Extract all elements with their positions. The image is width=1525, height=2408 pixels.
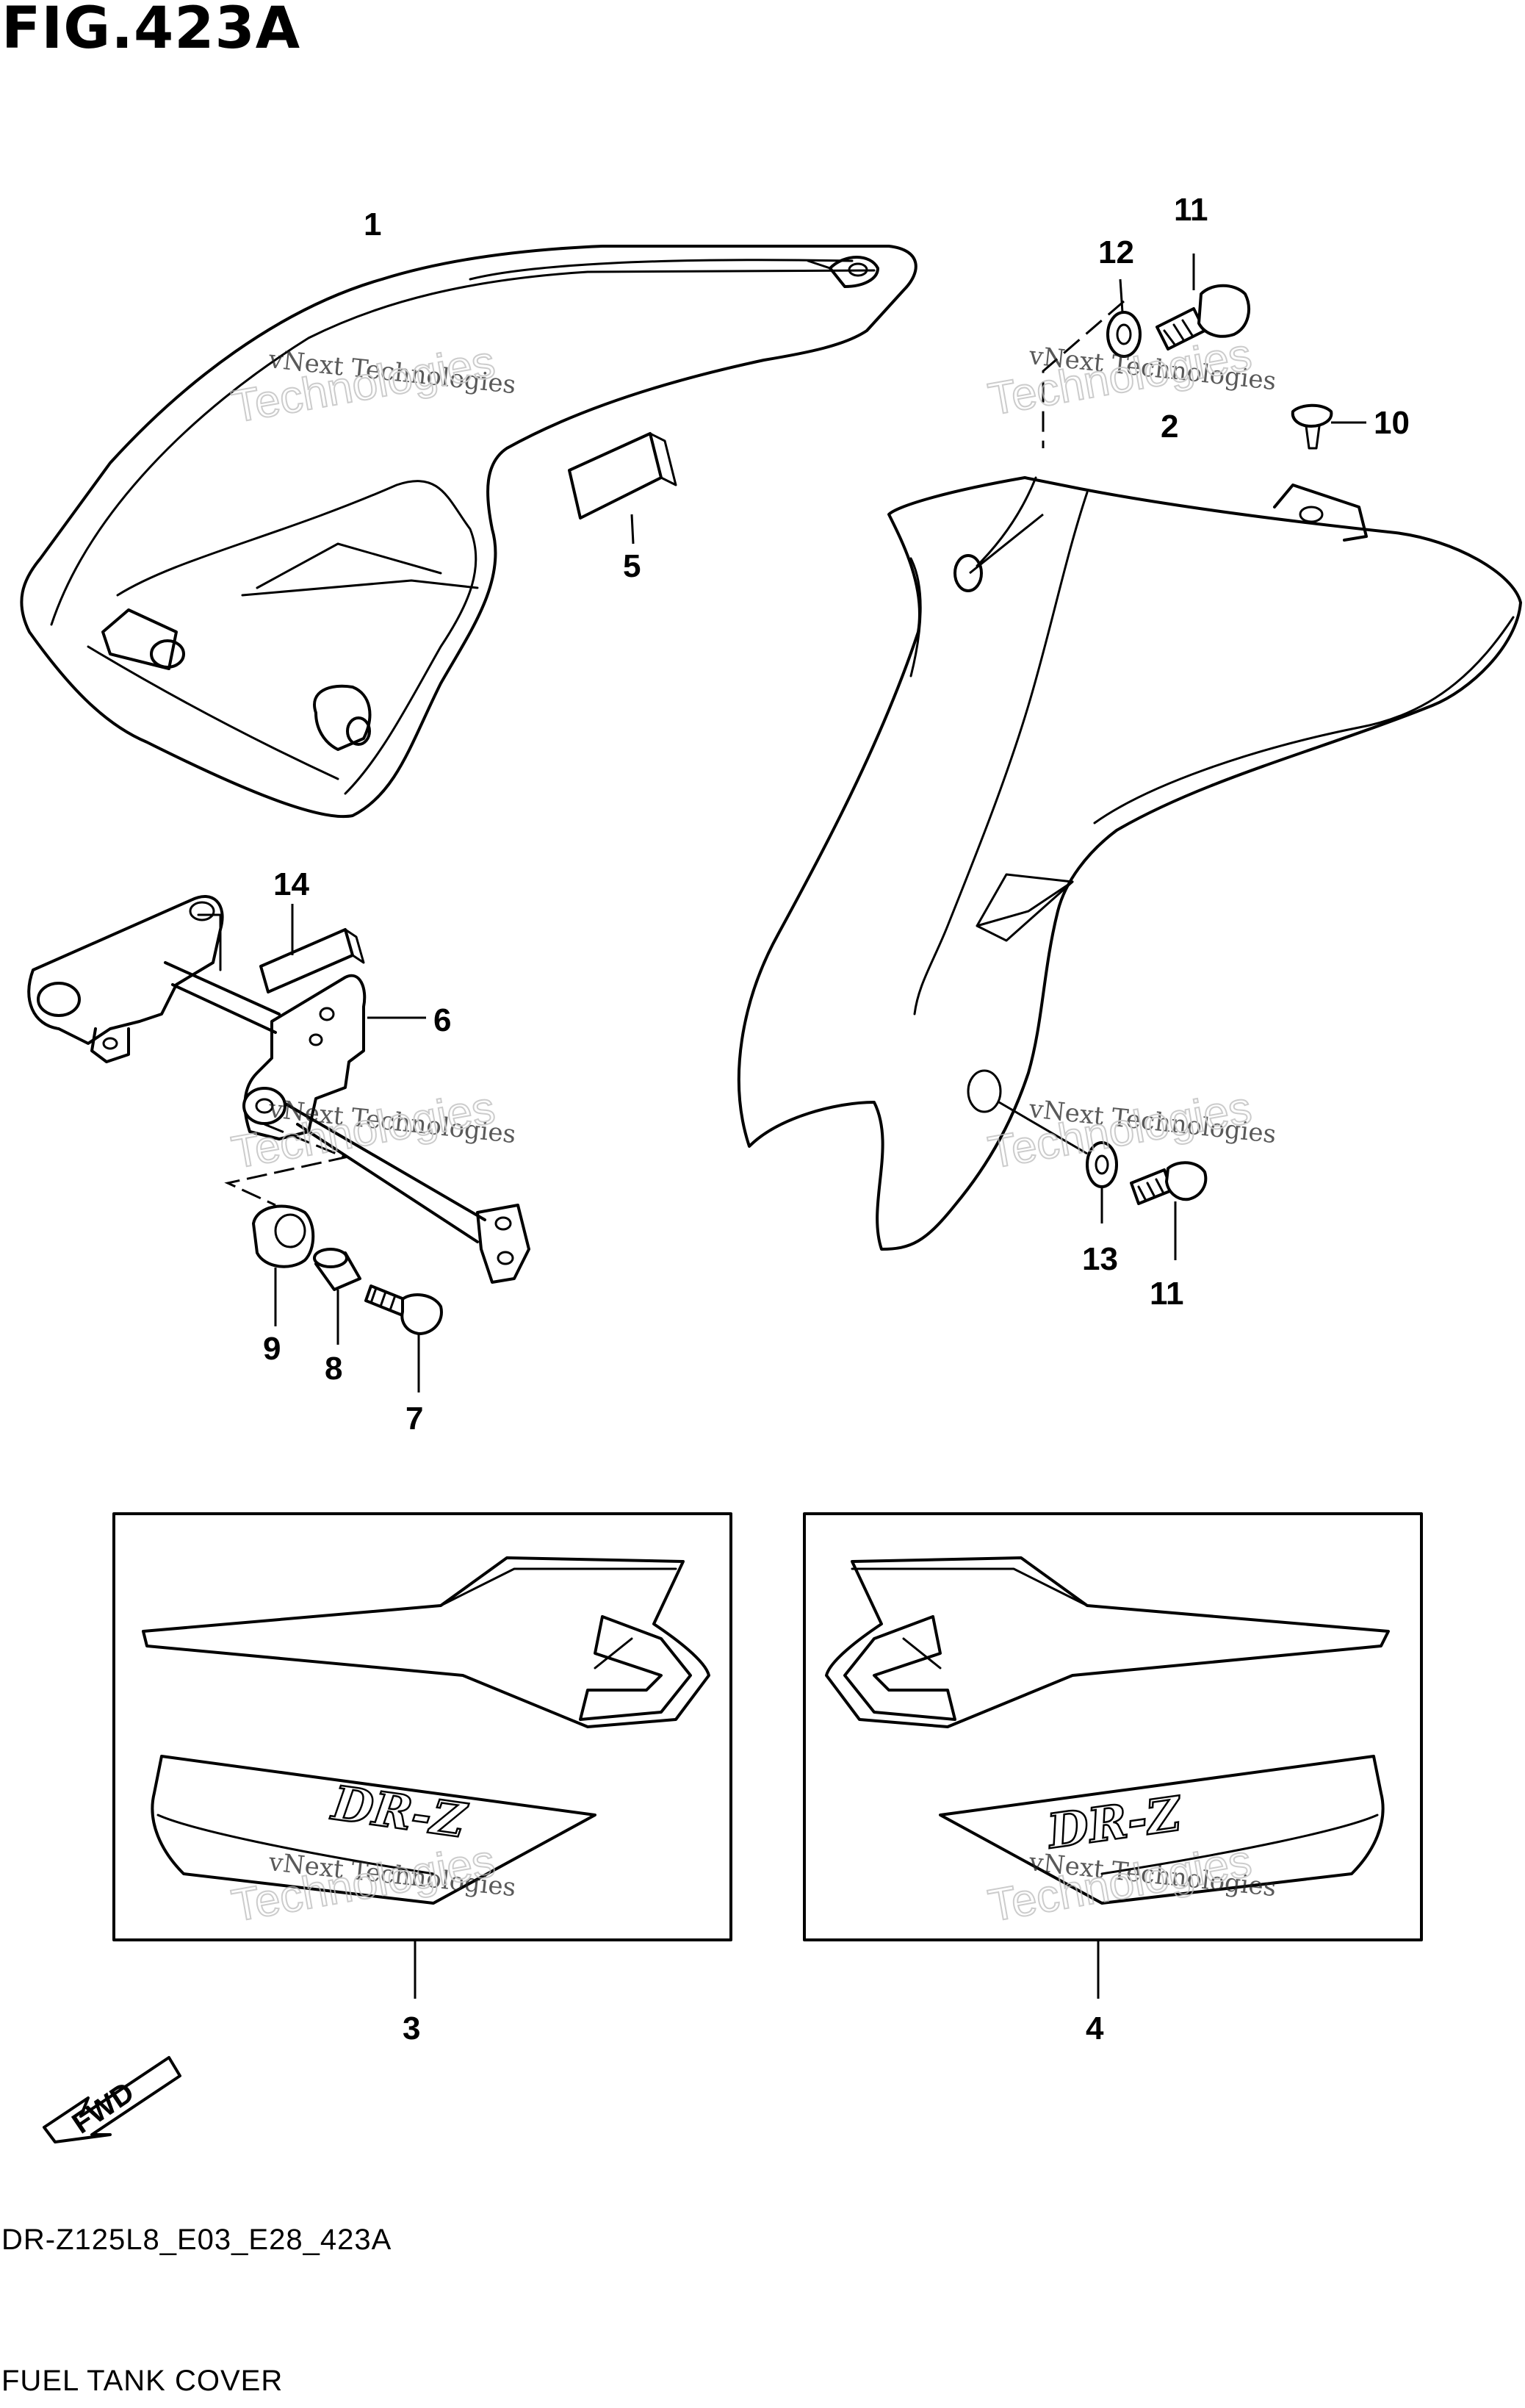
- callout-13: 13: [1082, 1241, 1118, 1277]
- callout-labels: 1 2 3 4 5 6 7 8 9 10 11 11 12 13 14: [263, 192, 1410, 2046]
- part-8-collar[interactable]: [313, 1248, 361, 1345]
- part-6-bracket[interactable]: [27, 895, 530, 1284]
- watermark-text-outline: Technologies: [228, 337, 498, 433]
- callout-14: 14: [273, 866, 309, 902]
- watermark-text-outline: Technologies: [228, 1836, 498, 1932]
- forward-arrow-icon: FWD: [43, 2056, 181, 2143]
- part-12-washer[interactable]: [1106, 278, 1142, 358]
- part-1-left-shroud[interactable]: [20, 245, 917, 819]
- part-4-decal-set-right[interactable]: DR-Z: [803, 1512, 1423, 1941]
- part-2-right-shroud[interactable]: [737, 476, 1522, 1251]
- decal-text-left: DR-Z: [328, 1775, 471, 1849]
- part-11-bolt-bottom[interactable]: [1130, 1161, 1208, 1260]
- part-3-decal-set-left[interactable]: DR-Z: [112, 1512, 732, 1941]
- part-11-bolt-top[interactable]: [1156, 254, 1250, 351]
- part-5-cushion-pad[interactable]: [568, 432, 677, 545]
- callout-11-bottom: 11: [1150, 1276, 1184, 1312]
- watermark-group: vNext Technologies Technologies vNext Te…: [227, 328, 1277, 1933]
- callout-8: 8: [325, 1351, 342, 1387]
- part-7-bolt[interactable]: [364, 1284, 443, 1392]
- part-13-washer[interactable]: [998, 1101, 1118, 1223]
- callout-2: 2: [1161, 409, 1178, 445]
- callout-6: 6: [433, 1002, 451, 1038]
- callout-9: 9: [263, 1331, 281, 1367]
- part-code: DR-Z125L8_E03_E28_423A: [1, 2224, 392, 2256]
- figure-title: FIG.423A: [1, 0, 301, 62]
- callout-1: 1: [364, 206, 381, 242]
- callout-7: 7: [405, 1401, 423, 1437]
- part-name: FUEL TANK COVER: [1, 2365, 284, 2397]
- watermark-text-outline: Technologies: [984, 1082, 1255, 1179]
- callout-12: 12: [1098, 234, 1134, 270]
- callout-3: 3: [403, 2010, 420, 2046]
- callout-4: 4: [1086, 2010, 1104, 2046]
- callout-5: 5: [623, 548, 641, 584]
- part-9-grommet[interactable]: [252, 1204, 315, 1326]
- callout-11-top: 11: [1174, 192, 1208, 228]
- part-10-nut-clip[interactable]: [1291, 403, 1366, 450]
- callout-10: 10: [1374, 405, 1410, 441]
- part-14-pad[interactable]: [259, 904, 365, 993]
